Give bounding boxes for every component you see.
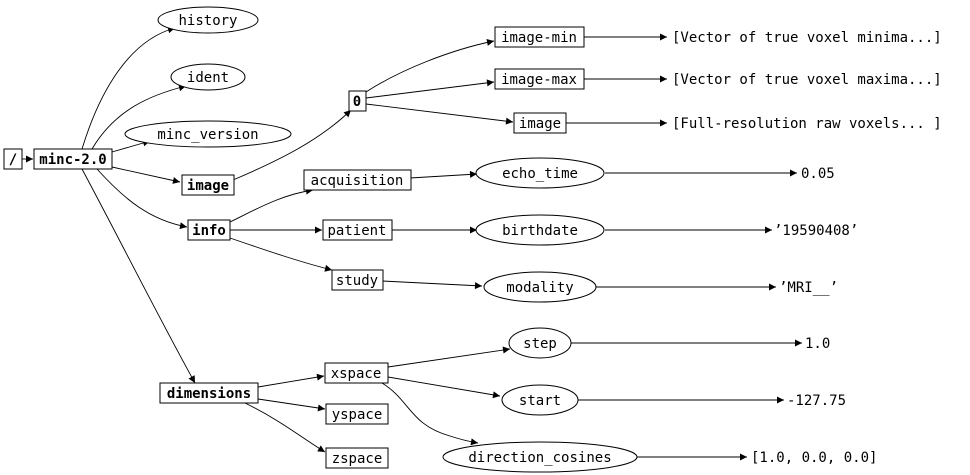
edge-minc-dimensions: [81, 168, 196, 384]
node-step-label: step: [523, 336, 557, 352]
node-image-data: image: [513, 112, 567, 134]
node-image-max-label: image-max: [501, 72, 577, 88]
edge-xspace-dircos: [381, 382, 479, 446]
edge-dimensions-zspace: [244, 402, 326, 453]
node-acquisition-label: acquisition: [311, 173, 404, 189]
value-echo-time: 0.05: [801, 166, 835, 182]
node-image-zero-label: 0: [353, 94, 361, 110]
node-minc-label: minc-2.0: [39, 152, 106, 168]
node-image-data-label: image: [519, 116, 561, 132]
node-birthdate-label: birthdate: [502, 223, 578, 239]
node-modality-label: modality: [506, 280, 573, 296]
edge-minc-version: [111, 139, 151, 153]
node-minc-version: minc_version: [124, 120, 292, 148]
node-info-label: info: [192, 223, 226, 239]
node-ident-label: ident: [187, 70, 229, 86]
edge-minc-history: [81, 26, 176, 150]
node-modality: modality: [483, 271, 597, 303]
node-history-label: history: [178, 13, 237, 29]
value-start: -127.75: [787, 393, 846, 409]
node-image-min: image-min: [494, 26, 585, 48]
value-modality: ’MRI__’: [779, 280, 838, 296]
node-xspace-label: xspace: [331, 366, 382, 382]
node-root: /: [3, 148, 23, 170]
node-image-max: image-max: [494, 68, 585, 90]
node-dimensions-label: dimensions: [167, 386, 251, 402]
node-acquisition: acquisition: [303, 169, 412, 191]
edge-zero-imagedata: [365, 103, 514, 125]
value-birthdate: ’19590408’: [774, 223, 858, 239]
node-ident: ident: [170, 63, 246, 91]
node-patient-label: patient: [327, 223, 386, 239]
edges: [22, 26, 802, 461]
node-history: history: [157, 6, 259, 34]
node-yspace-label: yspace: [332, 407, 383, 423]
value-image-max: [Vector of true voxel maxima...]: [672, 72, 942, 88]
edge-zero-imagemax: [365, 79, 495, 99]
node-start-label: start: [519, 393, 561, 409]
node-minc-version-label: minc_version: [157, 127, 258, 143]
node-info: info: [187, 219, 231, 241]
node-dimensions: dimensions: [159, 382, 259, 404]
value-image-min: [Vector of true voxel minima...]: [672, 30, 942, 46]
edge-minc-ident: [91, 84, 187, 150]
node-patient: patient: [322, 219, 393, 241]
node-xspace: xspace: [324, 362, 389, 384]
value-image-data: [Full-resolution raw voxels... ]: [672, 116, 942, 132]
edge-info-study: [229, 237, 333, 272]
node-direction-cosines-label: direction_cosines: [468, 450, 611, 466]
node-study: study: [331, 269, 384, 291]
node-zspace-label: zspace: [332, 451, 383, 467]
node-step: step: [508, 327, 572, 359]
node-root-label: /: [9, 152, 17, 168]
node-start: start: [501, 384, 579, 416]
node-yspace: yspace: [325, 403, 389, 425]
edge-dimensions-xspace: [257, 373, 325, 388]
node-image-label: image: [187, 178, 229, 194]
edge-minc-image: [111, 166, 181, 184]
edge-minc-info: [96, 168, 188, 230]
node-echo-time: echo_time: [475, 157, 605, 189]
edge-acquisition-echotime: [409, 170, 478, 179]
node-minc: minc-2.0: [33, 148, 113, 170]
edge-zero-imagemin: [365, 38, 495, 93]
value-direction-cosines: [1.0, 0.0, 0.0]: [751, 450, 877, 466]
edge-xspace-start: [387, 376, 501, 399]
edge-info-acquisition: [229, 187, 314, 223]
edge-dimensions-yspace: [257, 398, 326, 412]
edge-xspace-step: [387, 346, 511, 368]
node-direction-cosines: direction_cosines: [442, 441, 638, 473]
value-step: 1.0: [805, 336, 830, 352]
node-birthdate: birthdate: [475, 214, 605, 246]
node-image-zero: 0: [348, 90, 367, 112]
edge-study-modality: [381, 280, 483, 290]
edge-image-zero: [232, 109, 352, 181]
node-study-label: study: [336, 273, 378, 289]
node-image: image: [181, 174, 235, 196]
node-zspace: zspace: [325, 447, 389, 469]
node-echo-time-label: echo_time: [502, 166, 578, 182]
values: [Vector of true voxel minima...] [Vector…: [672, 30, 942, 466]
node-image-min-label: image-min: [501, 30, 577, 46]
